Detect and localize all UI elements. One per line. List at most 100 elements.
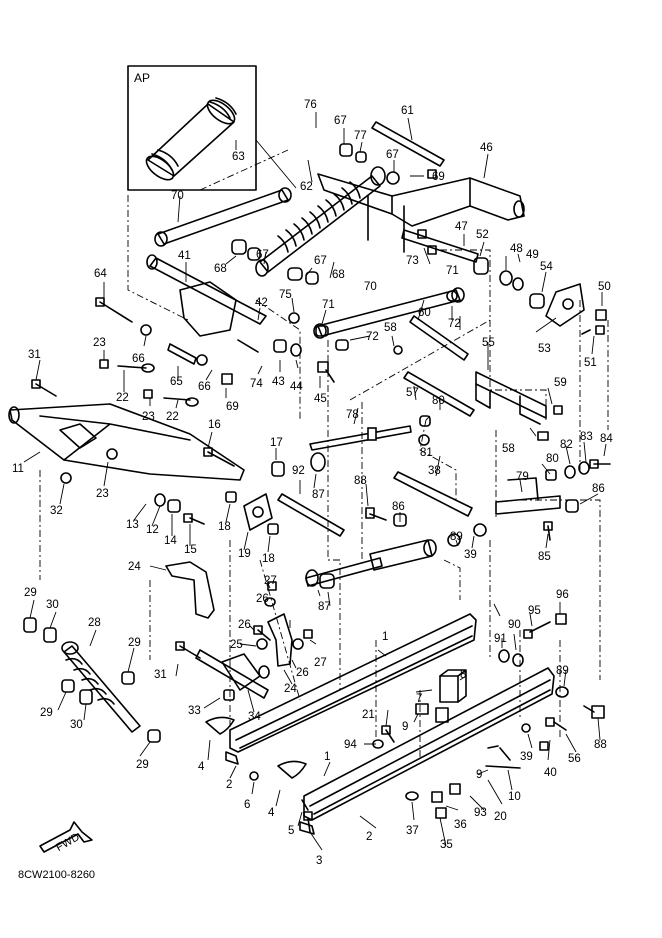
callout-3: 3 bbox=[316, 855, 322, 867]
callout-41: 41 bbox=[178, 250, 191, 262]
callout-7: 7 bbox=[416, 693, 422, 705]
callout-51: 51 bbox=[584, 357, 597, 369]
callout-14: 14 bbox=[164, 535, 177, 547]
callout-31: 31 bbox=[28, 349, 41, 361]
callout-67d: 67 bbox=[256, 249, 269, 261]
callout-4: 4 bbox=[198, 761, 205, 773]
callout-40: 40 bbox=[544, 767, 557, 779]
callout-22: 22 bbox=[116, 392, 129, 404]
callout-86b: 86 bbox=[592, 483, 605, 495]
diagram-code: 8CW2100-8260 bbox=[18, 869, 95, 881]
callout-5: 5 bbox=[288, 825, 294, 837]
callout-26c: 26 bbox=[296, 667, 309, 679]
callout-62: 62 bbox=[300, 181, 313, 193]
callout-79: 79 bbox=[516, 471, 529, 483]
callout-25: 25 bbox=[230, 639, 243, 651]
callout-39: 39 bbox=[464, 549, 477, 561]
damper-rod-lower bbox=[305, 539, 437, 587]
callout-30: 30 bbox=[46, 599, 59, 611]
callout-4b: 4 bbox=[268, 807, 275, 819]
callout-78: 78 bbox=[346, 409, 359, 421]
inset-ap: AP 63 bbox=[127, 65, 297, 191]
callout-92: 92 bbox=[292, 465, 305, 477]
callout-1: 1 bbox=[382, 631, 388, 643]
callout-87b: 87 bbox=[318, 601, 331, 613]
callout-29c: 29 bbox=[40, 707, 53, 719]
callout-17: 17 bbox=[270, 437, 283, 449]
small-parts bbox=[23, 143, 611, 833]
callout-69: 69 bbox=[432, 171, 445, 183]
callout-30b: 30 bbox=[70, 719, 83, 731]
callout-11: 11 bbox=[12, 463, 24, 475]
shaft-61 bbox=[371, 121, 445, 167]
callout-69b: 69 bbox=[226, 401, 239, 413]
fwd-arrow: FWD bbox=[39, 821, 93, 854]
callout-86: 86 bbox=[392, 501, 405, 513]
callout-39b: 39 bbox=[520, 751, 533, 763]
callout-89b: 89 bbox=[556, 665, 569, 677]
shaft-92 bbox=[277, 493, 345, 537]
callout-67: 67 bbox=[334, 115, 347, 127]
callout-34: 34 bbox=[248, 711, 261, 723]
callout-45: 45 bbox=[314, 393, 327, 405]
rear-arm-46 bbox=[317, 173, 525, 253]
callout-68b: 68 bbox=[332, 269, 345, 281]
callout-59: 59 bbox=[554, 377, 567, 389]
callout-36: 36 bbox=[454, 819, 467, 831]
link-rod-70-lower bbox=[313, 287, 465, 339]
callout-1b: 1 bbox=[324, 751, 330, 763]
callout-31b: 31 bbox=[154, 669, 167, 681]
arm-41 bbox=[146, 254, 267, 337]
slider-4a bbox=[205, 716, 235, 735]
callout-18b: 18 bbox=[262, 553, 275, 565]
callout-83: 83 bbox=[580, 431, 593, 443]
callout-54: 54 bbox=[540, 261, 553, 273]
callout-70: 70 bbox=[171, 190, 184, 202]
callout-58: 58 bbox=[384, 322, 397, 334]
callout-23c: 23 bbox=[96, 488, 109, 500]
callout-75: 75 bbox=[279, 289, 292, 301]
callout-13: 13 bbox=[126, 519, 139, 531]
callout-26: 26 bbox=[256, 593, 269, 605]
callout-56: 56 bbox=[568, 753, 581, 765]
callout-68: 68 bbox=[214, 263, 227, 275]
callout-95: 95 bbox=[528, 605, 541, 617]
bracket-55 bbox=[475, 371, 547, 425]
callout-70b: 70 bbox=[364, 281, 377, 293]
callouts: 76 67 77 61 67 69 46 62 70 47 52 48 49 5… bbox=[12, 99, 613, 867]
shaft-47 bbox=[401, 229, 479, 263]
callout-42: 42 bbox=[255, 297, 268, 309]
callout-80b: 80 bbox=[546, 453, 559, 465]
callout-63: 63 bbox=[232, 151, 245, 163]
callout-50: 50 bbox=[598, 281, 611, 293]
shaft-78 bbox=[309, 425, 412, 451]
guide-lines bbox=[39, 149, 609, 760]
callout-47: 47 bbox=[455, 221, 468, 233]
callout-43: 43 bbox=[272, 376, 285, 388]
callout-2b: 2 bbox=[366, 831, 372, 843]
callout-44: 44 bbox=[290, 381, 303, 393]
callout-90: 90 bbox=[508, 619, 521, 631]
bracket-24 bbox=[165, 561, 215, 619]
callout-9: 9 bbox=[402, 721, 408, 733]
callout-28: 28 bbox=[88, 617, 101, 629]
slide-rail-left bbox=[225, 613, 477, 765]
callout-81: 81 bbox=[420, 447, 433, 459]
callout-80: 80 bbox=[432, 395, 445, 407]
callout-64: 64 bbox=[94, 268, 107, 280]
shock-absorber-28 bbox=[61, 641, 141, 733]
callout-20: 20 bbox=[494, 811, 507, 823]
callout-18: 18 bbox=[218, 521, 231, 533]
shaft-60 bbox=[409, 315, 469, 361]
callout-12: 12 bbox=[146, 524, 159, 536]
callout-32: 32 bbox=[50, 505, 63, 517]
callout-74: 74 bbox=[250, 378, 263, 390]
callout-67c: 67 bbox=[314, 255, 327, 267]
callout-84: 84 bbox=[600, 433, 613, 445]
callout-52: 52 bbox=[476, 229, 489, 241]
callout-24b: 24 bbox=[284, 683, 297, 695]
callout-33: 33 bbox=[188, 705, 201, 717]
inset-label: AP bbox=[134, 71, 150, 85]
callout-15: 15 bbox=[184, 544, 197, 556]
